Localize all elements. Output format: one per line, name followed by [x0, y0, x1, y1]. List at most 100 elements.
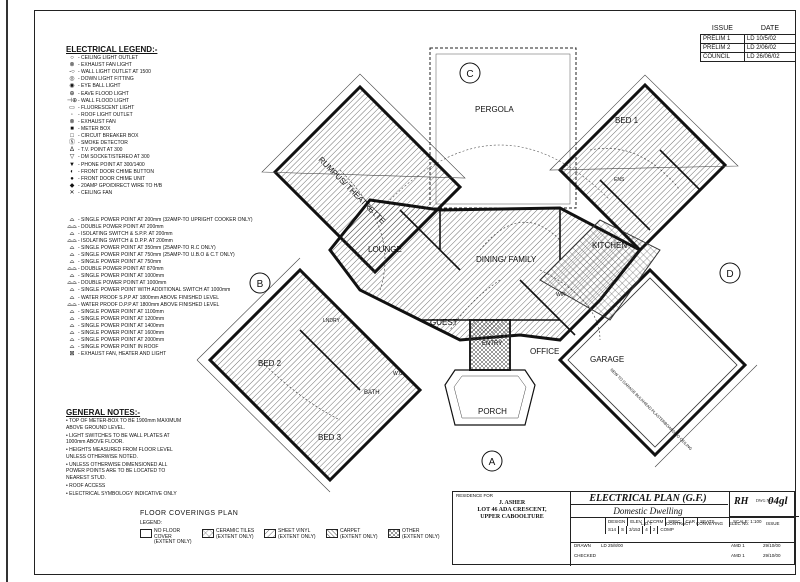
floor-coverings-legend-label: LEGEND: [140, 520, 162, 526]
room-label-guest: GUEST [430, 318, 458, 327]
pergola-outline [429, 47, 577, 209]
legend-item: ⌓- ISOLATING SWITCH & S.P.P. AT 200mm [66, 231, 326, 238]
room-label-wc: W.C. [393, 371, 404, 377]
legend-item: ✕- CEILING FAN [66, 190, 296, 197]
revision-b: AMD 1 [731, 553, 745, 558]
legend-item-label: - EXHAUST FAN, HEATER AND LIGHT [78, 350, 167, 357]
address-line1: LOT 46 ADA CRESCENT, [477, 507, 547, 513]
legend-item-label: - METER BOX [78, 126, 111, 133]
floor-covering-swatch-icon [326, 529, 338, 538]
date-header: DATE [760, 25, 779, 32]
legend-symbol-icon: Δ [69, 147, 74, 154]
spec-value-cell: S14 [605, 526, 618, 534]
notes-list: • TOP OF METER-BOX TO BE 1900mm MAXIMUM … [66, 418, 186, 497]
legend-item-label: - SINGLE POWER POINT AT 2000mm [78, 336, 165, 343]
legend-item-label: - SINGLE POWER POINT AT 750mm (25AMP-TO … [78, 252, 235, 259]
revision-date-b: 29/10/00 [763, 553, 781, 558]
electrical-legend: ELECTRICAL LEGEND:- ○- CEILING LIGHT OUT… [66, 45, 296, 197]
title-block: RESIDENCE FOR J. ASHER LOT 46 ADA CRESCE… [452, 491, 799, 566]
legend-symbol-icon: ⊕ [69, 90, 75, 97]
spec-value-cell: 2 [649, 526, 658, 534]
room-label-bed3: BED 3 [318, 433, 342, 442]
note-item: • ROOF ACCESS [66, 482, 106, 489]
scan-edge [6, 0, 8, 582]
legend-symbol-icon: -○ [69, 69, 75, 76]
spec-value-cell: 4 [642, 526, 650, 534]
wiring-runs [259, 148, 681, 421]
legend-item-label: - DOWN LIGHT FITTING [78, 76, 134, 83]
legend-item-label: - SINGLE POWER POINT AT 1400mm [78, 322, 165, 329]
divider [571, 504, 728, 505]
legend-item: -○- WALL LIGHT OUTLET AT 1500 [66, 69, 296, 76]
legend-item-label: - WALL LIGHT OUTLET AT 1500 [78, 69, 151, 76]
legend-item: Ⓢ- SMOKE DETECTOR [66, 140, 296, 147]
sheet-number: 04gl [768, 495, 788, 507]
legend-symbol-icon: ■ [70, 126, 74, 133]
legend-item-label: - WATER PROOF D.P.P AT 1800mm ABOVE FINI… [78, 301, 220, 308]
legend-symbol-icon: ◎ [69, 76, 75, 83]
issue-header: ISSUE [711, 25, 733, 32]
residence-box: RESIDENCE FOR J. ASHER LOT 46 ADA CRESCE… [453, 492, 571, 566]
spec-header-cell: SPEC [665, 518, 682, 526]
garage-note: NEW TO GARAGE BULKHEAD PLASTERBOARD TO C… [609, 367, 693, 451]
legend-item: ⌓- SINGLE POWER POINT AT 750mm (25AMP-TO… [66, 252, 326, 259]
firm-logo: RH [734, 496, 749, 507]
room-label-pergola: PERGOLA [475, 105, 514, 114]
note-item: • ELECTRICAL SYMBOLOGY INDICATIVE ONLY [66, 491, 177, 498]
legend-list: ○- CEILING LIGHT OUTLET⊗- EXHAUST FAN LI… [66, 55, 296, 197]
legend-item-label: - SINGLE POWER POINT WITH ADDITIONAL SWI… [78, 287, 231, 294]
legend-item-label: - SINGLE POWER POINT AT 350mm (25AMP-TO … [78, 245, 216, 252]
floor-coverings-plan: FLOOR COVERINGS PLAN LEGEND: NO FLOOR CO… [140, 510, 450, 546]
legend-symbol-icon: □ [70, 133, 74, 140]
legend-item: ⊕- EAVE FLOOD LIGHT [66, 91, 296, 98]
legend-item: ⌓- SINGLE POWER POINT AT 2000mm [66, 337, 326, 344]
power-point-list: ⌓- SINGLE POWER POINT AT 200mm (32AMP-TO… [66, 217, 326, 358]
floor-covering-label: OTHER (EXTENT ONLY) [402, 528, 440, 540]
lot-label: L.O.T [641, 521, 653, 526]
spec-value-cell: COMP [657, 526, 676, 534]
legend-item-label: - DM SOCKET/STEREO AT 300 [78, 154, 150, 161]
legend-symbol-icon: ⌓ [69, 315, 75, 322]
legend-item-label: - SINGLE POWER POINT IN ROOF [78, 343, 159, 350]
legend-item-label: - EAVE FLOOD LIGHT [78, 90, 129, 97]
legend-item-label: - SINGLE POWER POINT AT 1600mm [78, 329, 165, 336]
legend-symbol-icon: ⌓ [69, 245, 75, 252]
residence-address: J. ASHER LOT 46 ADA CRESCENT, UPPER CABO… [453, 500, 571, 521]
legend-item: ⊗- EXHAUST FAN [66, 119, 296, 126]
legend-item-label: - FLUORESCENT LIGHT [78, 104, 135, 111]
firm-box: RH DWG NO. 04gl [729, 492, 796, 516]
legend-item-label: - ISOLATING SWITCH & S.P.P. AT 200mm [78, 231, 173, 238]
drawn-label: DRAWN [574, 543, 591, 548]
legend-item: ⌓- SINGLE POWER POINT AT 1600mm [66, 330, 326, 337]
checked-label: CHECKED [574, 553, 597, 558]
spec-header-cell: CAR [682, 518, 698, 526]
convey-label: CONVEYING [696, 521, 724, 526]
legend-symbol-icon: ⌓ [69, 252, 75, 259]
legend-symbol-icon: ⌓ [69, 217, 75, 223]
date-cell: LD 26/06/02 [743, 52, 797, 62]
legend-symbol-icon: ○ [70, 55, 74, 62]
legend-item: ⊣⊕- WALL FLOOD LIGHT [66, 98, 296, 105]
room-label-bath: BATH [364, 390, 380, 396]
legend-symbol-icon: ⌓⌓ [67, 301, 77, 308]
legend-item: ⌓- SINGLE POWER POINT AT 200mm (32AMP-TO… [66, 217, 326, 224]
legend-symbol-icon: ⌓ [69, 287, 75, 294]
floor-covering-item: NO FLOOR COVER (EXTENT ONLY) [140, 528, 194, 546]
spec-header-cell: SEATS [697, 518, 716, 526]
room-label-entry: ENTRY [482, 341, 502, 347]
legend-item: ⌓- SINGLE POWER POINT IN ROOF [66, 344, 326, 351]
legend-symbol-icon: ⌓ [69, 231, 75, 238]
legend-symbol-icon: ⊗ [69, 62, 75, 69]
room-label-wir: WIR [556, 292, 566, 298]
legend-item-label: - DOUBLE POWER POINT AT 870mm [78, 266, 164, 273]
room-label-office: OFFICE [530, 347, 559, 356]
legend-symbol-icon: ◦ [70, 111, 74, 118]
legend-item-label: - EYE BALL LIGHT [78, 83, 121, 90]
legend-item-label: - 20AMP GPO/DIRECT WIRE TO H/B [78, 182, 163, 189]
room-label-porch: PORCH [478, 407, 507, 416]
legend-symbol-icon: ⊠ [69, 350, 75, 357]
legend-item-label: - WALL FLOOD LIGHT [78, 97, 130, 104]
room-label-bed1: BED 1 [615, 116, 639, 125]
legend-symbol-icon: ▽ [69, 154, 75, 161]
